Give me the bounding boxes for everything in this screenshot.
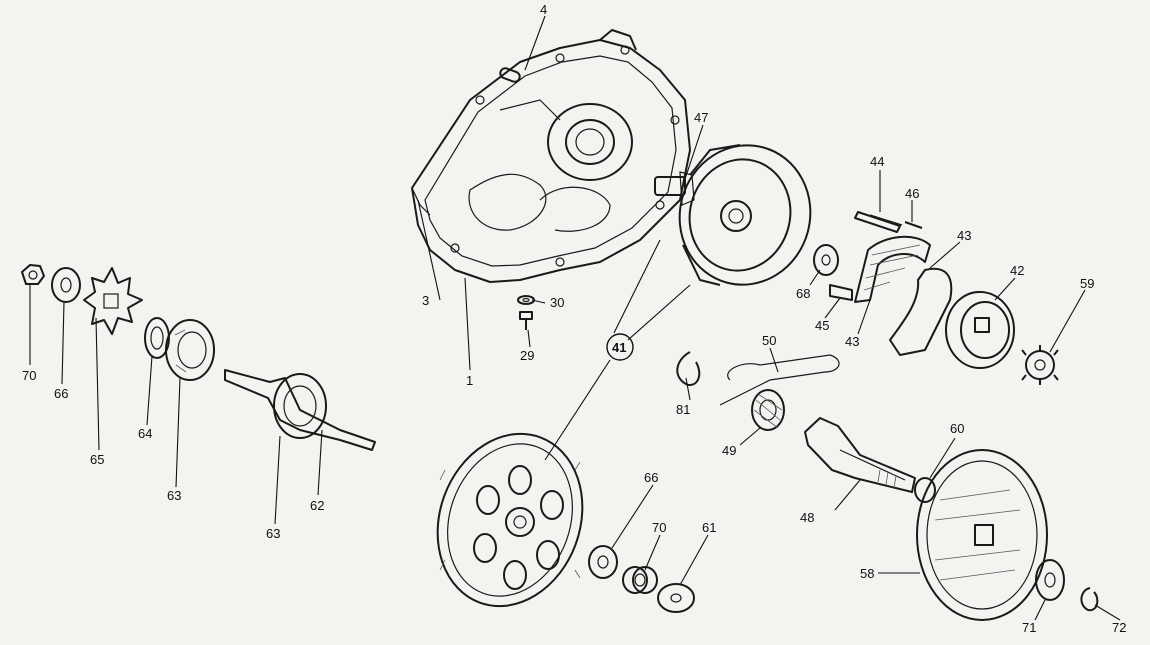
label-64: 64 — [138, 426, 152, 441]
label-50: 50 — [762, 333, 776, 348]
drive-gear — [916, 449, 1048, 621]
label-47: 47 — [694, 110, 708, 125]
dowel-pin — [499, 67, 521, 83]
label-81: 81 — [676, 402, 690, 417]
label-41: 41 — [612, 340, 626, 355]
label-58: 58 — [860, 566, 874, 581]
label-45: 45 — [815, 318, 829, 333]
label-59: 59 — [1080, 276, 1094, 291]
label-3: 3 — [422, 293, 429, 308]
label-1: 1 — [466, 373, 473, 388]
label-62: 62 — [310, 498, 324, 513]
label-48: 48 — [800, 510, 814, 525]
label-70-lower: 70 — [652, 520, 666, 535]
needle-bearing — [751, 389, 785, 431]
label-72: 72 — [1112, 620, 1126, 635]
part-labels: 4 47 44 46 43 42 59 68 45 43 3 30 29 1 4… — [22, 2, 1126, 635]
callout-circle-41 — [606, 333, 634, 361]
crankcase-cover — [411, 29, 691, 283]
leader-lines — [29, 15, 1121, 621]
clutch-pulley — [945, 291, 1015, 369]
label-66-lower: 66 — [644, 470, 658, 485]
shaft-ring — [914, 477, 936, 503]
clutch-drum — [654, 144, 812, 286]
label-44: 44 — [870, 154, 884, 169]
clutch-shoes — [813, 211, 953, 356]
label-65: 65 — [90, 452, 104, 467]
drive-shaft — [804, 417, 916, 493]
label-46: 46 — [905, 186, 919, 201]
label-29: 29 — [520, 348, 534, 363]
wire-spring — [719, 354, 840, 406]
lower-washers — [588, 545, 695, 613]
bolt-and-washer — [517, 295, 535, 330]
gear-washer — [1035, 559, 1065, 601]
label-4: 4 — [540, 2, 547, 17]
label-66-left: 66 — [54, 386, 68, 401]
circlip — [676, 351, 701, 387]
label-49: 49 — [722, 443, 736, 458]
label-63-upper: 63 — [167, 488, 181, 503]
gear-circlip — [1080, 587, 1099, 612]
label-68: 68 — [796, 286, 810, 301]
small-pinion — [1021, 345, 1059, 385]
label-42: 42 — [1010, 263, 1024, 278]
label-70-left: 70 — [22, 368, 36, 383]
label-60: 60 — [950, 421, 964, 436]
large-gear — [436, 432, 584, 608]
label-30: 30 — [550, 295, 564, 310]
label-71: 71 — [1022, 620, 1036, 635]
label-63-lower: 63 — [266, 526, 280, 541]
label-43-bottom: 43 — [845, 334, 859, 349]
label-61: 61 — [702, 520, 716, 535]
label-43-top: 43 — [957, 228, 971, 243]
crankshaft-parts — [21, 264, 376, 451]
